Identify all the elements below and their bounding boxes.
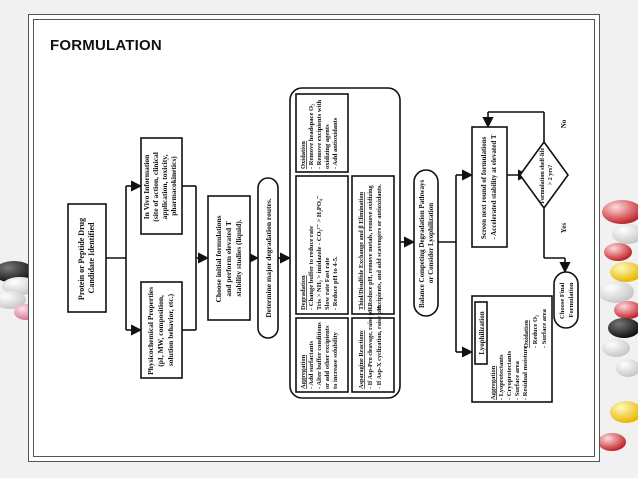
in-vivo-line-1: In Vivo Information [142,154,151,219]
svg-text:Choose initial formulations: Choose initial formulations and perform … [214,214,243,303]
asparagine-line-1: - If Asp-Pro cleavage, raise pH. [367,305,374,389]
node-thiol-disulfide: Thiol/Disulfide Exchange and β Eliminati… [351,175,395,315]
node-lyophilization: Lyophilization Aggregation - Lyoprotecta… [471,295,553,403]
oxidation-line-3: oxidizing agents [324,124,331,169]
physico-line-2: (pI, MW, composition, [156,295,165,367]
svg-text:Protein or Peptide Drug: Protein or Peptide Drug Candidate Identi… [77,216,96,300]
svg-text:Choose Final Formulation: Choose Final Formulation [559,281,575,319]
no-label: No [560,119,568,128]
svg-text:Aggregation - Lyoprotect: Aggregation - Lyoprotectants - Cryoprote… [490,346,529,400]
final-line-1: Choose Final [559,282,566,318]
final-line-2: Formulation [568,282,575,317]
lyo-aggregation-line-4: - Residual moisture [522,346,529,400]
decision-line-1: Formulation shelf-life [540,148,546,204]
screen-line-1: Screen next round of formulations [480,136,488,239]
protein-line-2: Candidate Identified [87,222,96,293]
lyo-aggregation-line-3: - Surface area [514,360,521,400]
lyo-aggregation-heading: Aggregation [490,365,497,400]
svg-text:Degradation - Change buf: Degradation - Change buffer to reduce ra… [300,194,339,310]
in-vivo-line-3: application, toxicity, [160,154,169,219]
node-initial-formulations: Choose initial formulations and perform … [207,195,251,321]
aggregation-heading: Aggregation [300,354,307,389]
physico-line-1: Physicochemical Properties [146,287,155,375]
aggregation-line-3: or add other excipients [324,325,331,389]
svg-text:Physicochemical Properties: Physicochemical Properties (pI, MW, comp… [146,285,175,375]
thiol-line-2: excipients, and add scavengers or antiox… [376,184,383,310]
screen-line-2: - Accelerated stability at elevated T [490,134,498,239]
degradation-line-2: Tris > NH₃ > imidazole - CO₃²⁻ > H₂PO₄⁻ [316,195,323,310]
svg-text:In Vivo Information (sit: In Vivo Information (site of action, cli… [142,150,178,221]
in-vivo-line-4: pharmacokinetics) [169,156,178,216]
lyo-oxidation-line-1: - Reduce O₂ [532,315,539,348]
node-balance-pathways: Balance Competing Degradation Pathways o… [413,169,439,317]
thiol-line-1: - Reduce pH, remove metals, remove oxidi… [367,185,374,310]
lyo-oxidation-heading: Oxidation [523,320,530,348]
svg-text:Lyophilization: Lyophilization [478,311,486,354]
lyo-oxidation-line-2: - Surface area [541,308,548,348]
node-shelf-life-decision: Formulation shelf-life > 2 yrs? [519,140,569,210]
node-physicochemical-properties: Physicochemical Properties (pI, MW, comp… [140,281,183,379]
node-screen-next-round: Screen next round of formulations - Acce… [471,126,508,248]
slide-title: FORMULATION [50,37,162,54]
node-protein-candidate: Protein or Peptide Drug Candidate Identi… [67,203,107,313]
decision-line-2: > 2 yrs? [548,165,554,185]
balance-line-1: Balance Competing Degradation Pathways [418,180,426,308]
svg-text:Asparagine Reactions - I: Asparagine Reactions - If Asp-Pro cleava… [358,304,383,389]
svg-text:Oxidation - Reduce O₂: Oxidation - Reduce O₂ - Surface area [523,308,548,348]
aggregation-line-4: to increase solubility [332,331,339,389]
yes-label: Yes [560,223,568,233]
degradation-line-1: - Change buffer to reduce rate [308,226,315,310]
svg-text:Thiol/Disulfide Exchange and β: Thiol/Disulfide Exchange and β Eliminati… [358,184,383,310]
in-vivo-line-2: (site of action, clinical [151,152,160,222]
degradation-heading: Degradation [300,275,307,310]
svg-text:Aggregation - Add surfac: Aggregation - Add surfactants - Alter bu… [300,321,339,389]
aggregation-line-1: - Add surfactants [308,340,315,389]
thiol-heading: Thiol/Disulfide Exchange and β Eliminati… [358,191,365,310]
lyo-aggregation-line-1: - Lyoprotectants [498,354,505,400]
physico-line-3: solution behavior, etc.) [166,293,175,366]
node-determine-degradation: Determine major degradation routes. [257,177,279,339]
svg-text:Determine major degradation ro: Determine major degradation routes. [264,198,273,317]
oxidation-line-1: - Remove headspace O₂ [308,104,315,169]
svg-text:Screen next round of formulati: Screen next round of formulations - Acce… [480,134,498,239]
lyophilization-heading: Lyophilization [478,311,486,354]
svg-text:Oxidation - Remove heads: Oxidation - Remove headspace O₂ - Remove… [300,98,339,169]
determine-text: Determine major degradation routes. [264,198,273,317]
initial-line-3: stability studies (liquid). [234,219,243,296]
degradation-line-4: - Reduce pH to 4-5. [332,256,339,310]
balance-line-2: or Consider Lyophilization [427,203,435,283]
aggregation-line-2: - Alter buffer conditions [316,322,323,389]
node-final-formulation: Choose Final Formulation [553,271,579,329]
asparagine-line-2: - If Asp-X cyclization, raise pH. [376,304,383,389]
initial-line-1: Choose initial formulations [214,215,223,302]
node-oxidation: Oxidation - Remove headspace O₂ - Remove… [295,93,349,173]
svg-text:Balance Competing Degradation: Balance Competing Degradation Pathways o… [418,178,435,308]
oxidation-line-2: - Remove excipients with [316,99,323,169]
node-aggregation: Aggregation - Add surfactants - Alter bu… [295,317,349,393]
node-in-vivo-information: In Vivo Information (site of action, cli… [140,137,183,235]
degradation-line-3: Slow rate Fast rate [324,257,331,310]
pill-decorations [0,200,638,451]
connector-lines [106,111,571,358]
svg-text:Formulation shelf-life >: Formulation shelf-life > 2 yrs? [540,146,554,203]
oxidation-heading: Oxidation [300,141,307,169]
asparagine-heading: Asparagine Reactions [358,330,365,389]
node-degradation: Degradation - Change buffer to reduce ra… [295,175,349,315]
oxidation-line-4: - Add antioxidants [332,117,339,169]
slide-inner-border [33,19,595,457]
lyo-aggregation-line-2: - Cryoprotectants [506,350,513,400]
protein-line-1: Protein or Peptide Drug [77,218,86,300]
node-asparagine-reactions: Asparagine Reactions - If Asp-Pro cleava… [351,304,395,393]
initial-line-2: and perform elevated T [224,221,233,296]
